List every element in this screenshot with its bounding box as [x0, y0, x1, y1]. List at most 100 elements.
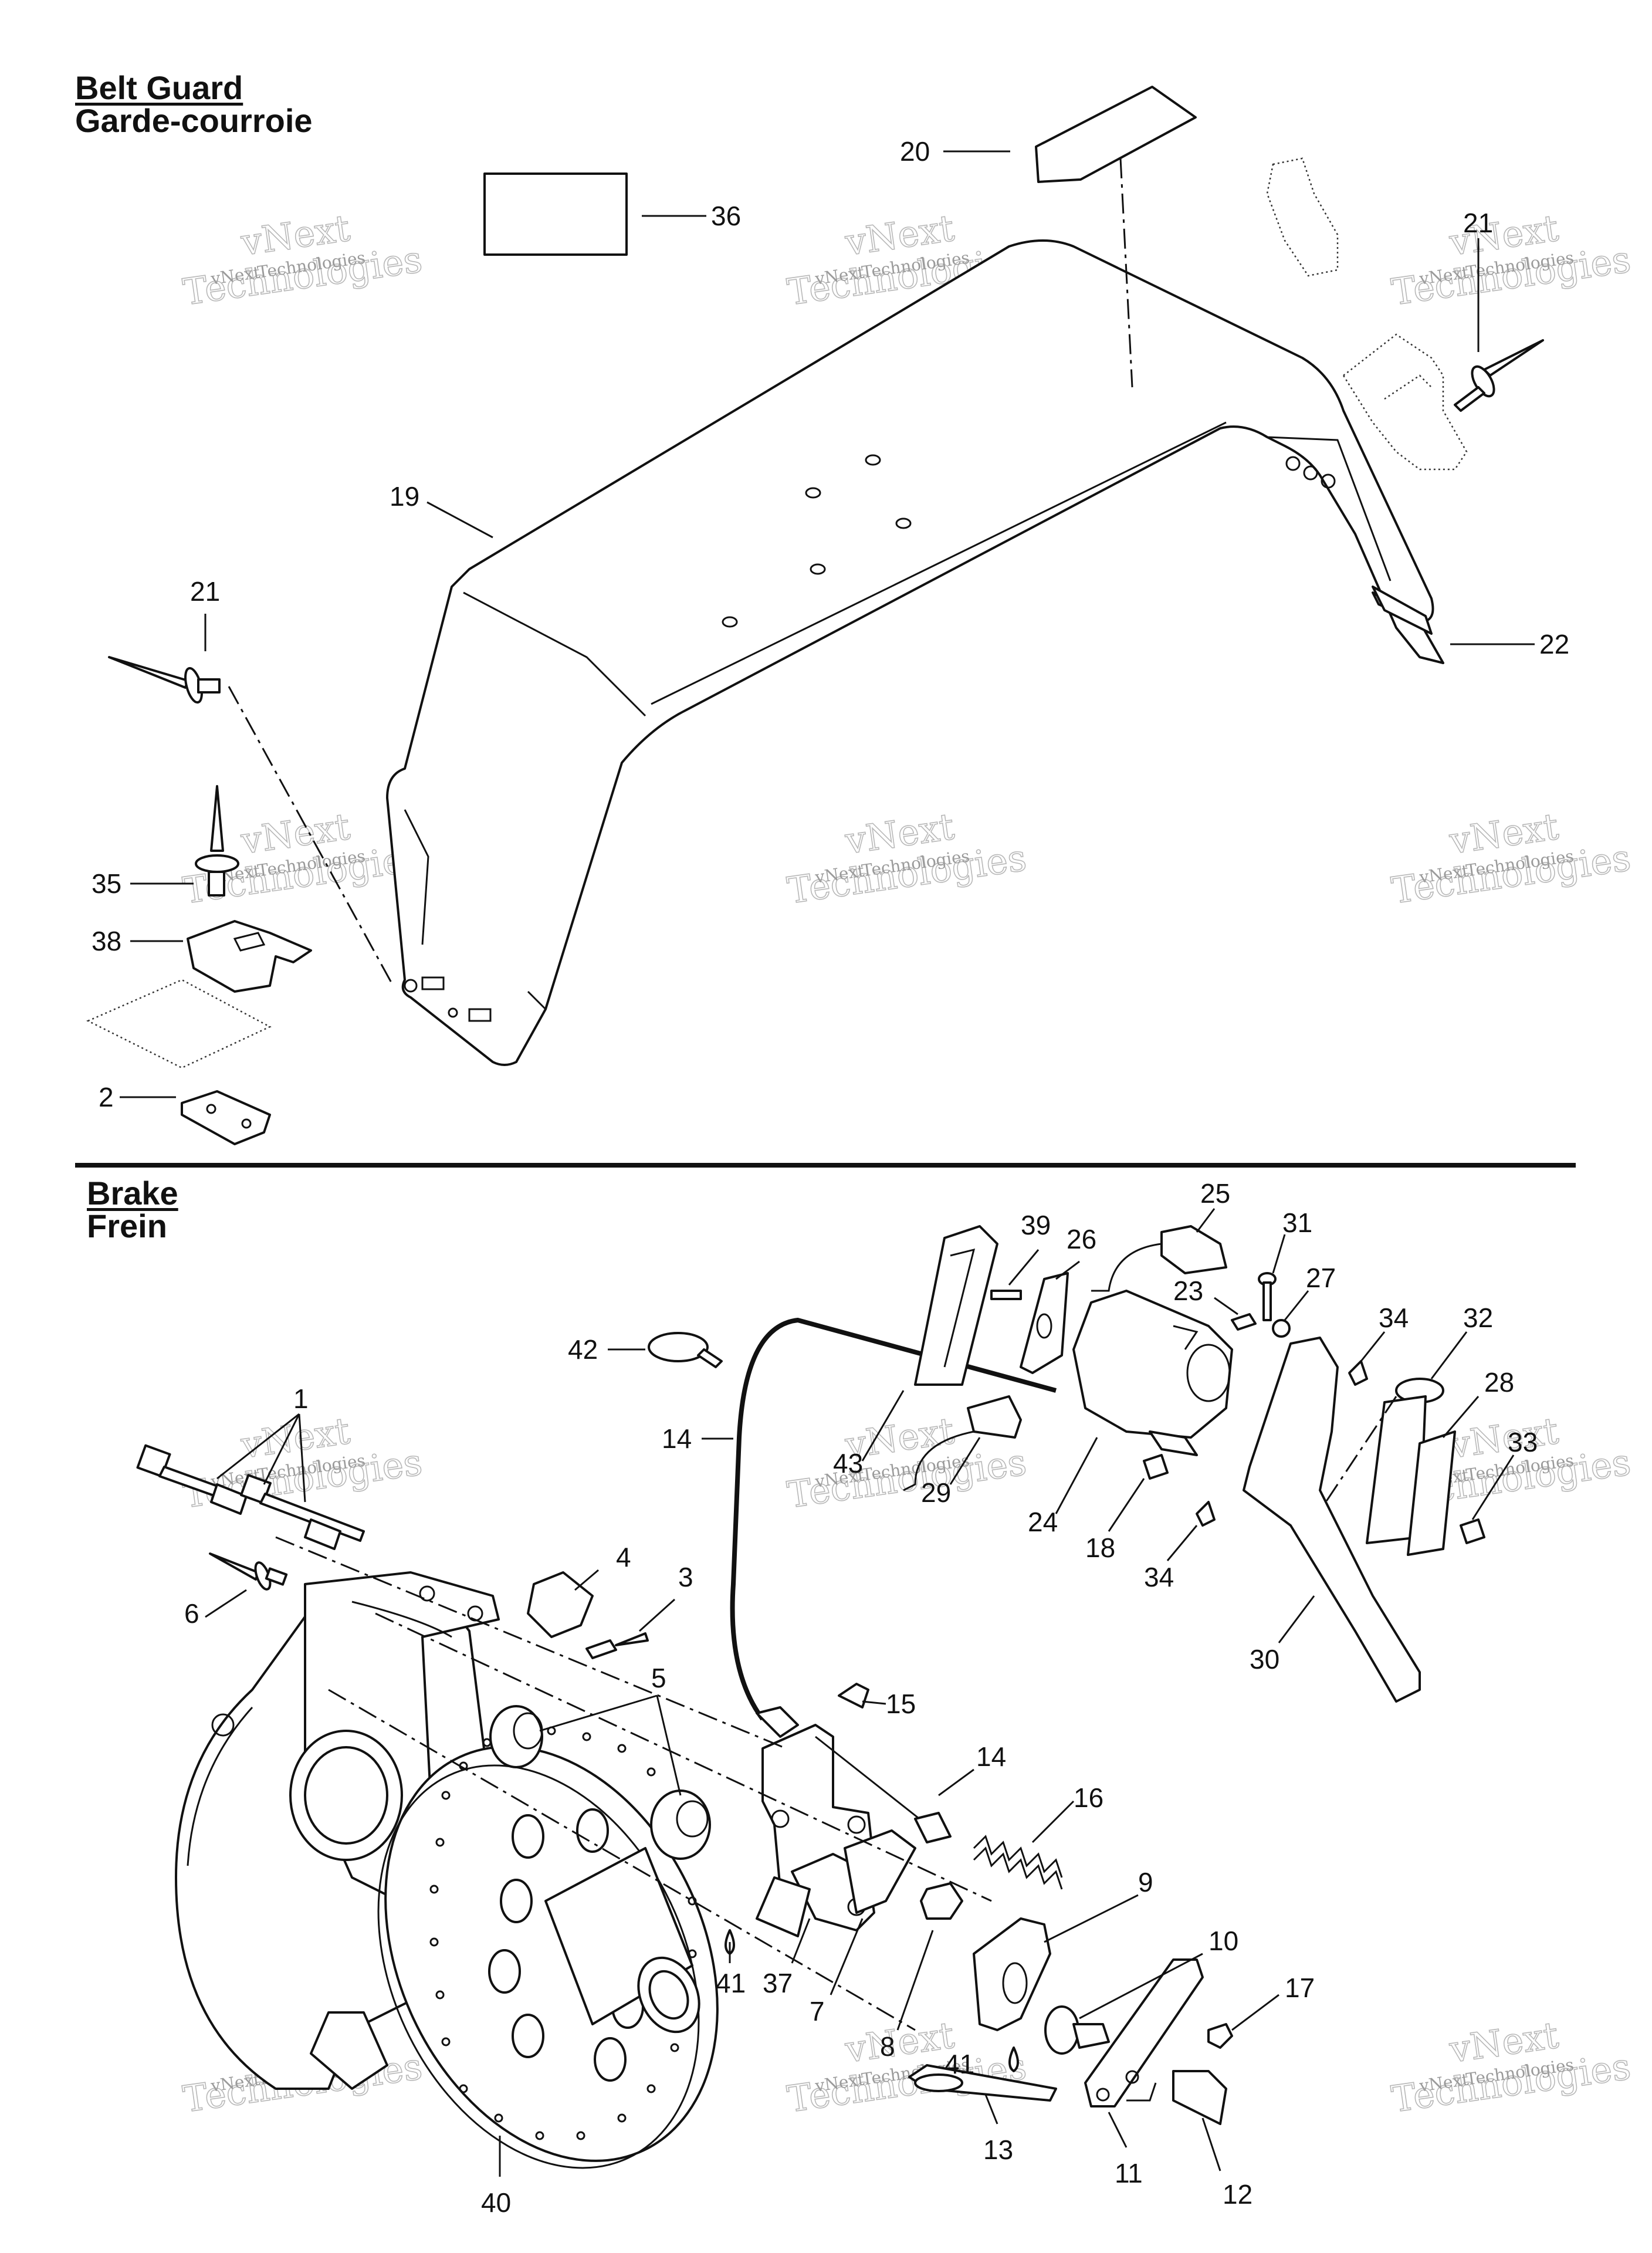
bracket-9	[973, 1917, 1051, 2031]
belt-guard-19	[386, 239, 1444, 1066]
belt-guard-hinge-22	[1266, 157, 1468, 635]
watermark: vNext Technologies vNext Technologies	[784, 804, 1030, 912]
leader-15	[862, 1700, 886, 1705]
callout-39: 39	[1021, 1210, 1051, 1240]
pin-13	[908, 2064, 1057, 2102]
callout-42: 42	[568, 1334, 598, 1365]
bushing-5-b	[650, 1789, 711, 1860]
center-line-brake-1	[275, 1536, 787, 1750]
callout-17: 17	[1285, 1973, 1315, 2003]
belt-guard-title-fr: Garde-courroie	[75, 102, 313, 139]
leader-5-a	[539, 1694, 658, 1732]
callout-9: 9	[1138, 1867, 1153, 1897]
callout-32: 32	[1463, 1303, 1493, 1333]
brake-title: Brake Frein	[87, 1177, 178, 1243]
watermark: vNext Technologies vNext Technologies	[1389, 206, 1634, 314]
belt-guard-assembly: 19 20 36 21 22 21 35 38 2	[86, 86, 1569, 1145]
callout-13: 13	[983, 2134, 1013, 2165]
leader-4	[574, 1569, 599, 1591]
leader-7	[830, 1918, 864, 1995]
leader-1-c	[298, 1413, 306, 1503]
callout-28: 28	[1484, 1367, 1514, 1398]
master-cylinder-24	[1072, 1290, 1233, 1456]
callout-2: 2	[99, 1082, 114, 1112]
callout-37: 37	[763, 1968, 793, 1998]
leader-27	[1284, 1290, 1309, 1321]
lever-7	[844, 1829, 916, 1914]
callout-29: 29	[921, 1477, 951, 1508]
leader-14-mid	[938, 1768, 974, 1797]
clip-34-lower	[1196, 1501, 1216, 1527]
leader-16	[1031, 1800, 1075, 1843]
pad-dotted	[86, 979, 272, 1069]
leader-43	[861, 1390, 905, 1462]
leader-33	[1471, 1454, 1515, 1520]
center-line-brake-3	[1325, 1396, 1397, 1503]
leader-19	[426, 501, 493, 539]
callout-36: 36	[711, 201, 741, 231]
rivet-21-top	[1454, 339, 1544, 412]
center-line-21	[228, 686, 394, 986]
callout-7: 7	[810, 1996, 825, 2027]
screw-23	[1231, 1313, 1257, 1331]
callout-26: 26	[1067, 1224, 1096, 1254]
leader-32	[1430, 1331, 1468, 1379]
callout-11: 11	[1115, 2158, 1143, 2188]
callout-15: 15	[886, 1689, 916, 1719]
grease-41-b	[1008, 2046, 1019, 2072]
pad-4	[527, 1571, 594, 1638]
leader-18	[1108, 1478, 1145, 1532]
callout-23: 23	[1173, 1276, 1203, 1306]
leader-17	[1231, 1994, 1279, 2031]
leader-13	[984, 2094, 998, 2125]
brake-title-fr: Frein	[87, 1207, 167, 1244]
belt-guard-title: Belt Guard Garde-courroie	[75, 72, 313, 137]
washer-27	[1272, 1319, 1291, 1338]
callout-12: 12	[1223, 2179, 1252, 2210]
spring-16	[973, 1835, 1063, 1890]
leader-34-lower	[1166, 1525, 1198, 1561]
callout-34-lower: 34	[1144, 1562, 1174, 1592]
leader-26	[1055, 1260, 1080, 1280]
leader-34-upper	[1360, 1331, 1386, 1362]
leader-11	[1108, 2112, 1128, 2148]
nut-33	[1460, 1518, 1485, 1544]
decal-20	[1035, 86, 1197, 183]
lever-30	[1243, 1337, 1421, 1703]
callout-14-mid: 14	[976, 1741, 1006, 1772]
callout-21-top: 21	[1463, 208, 1493, 238]
bracket-32	[1366, 1378, 1444, 1544]
callout-40: 40	[481, 2187, 511, 2218]
center-line-brake-2	[328, 1689, 916, 2031]
callout-25: 25	[1200, 1178, 1230, 1209]
cable-tie-42	[648, 1332, 723, 1368]
center-line-20	[1119, 158, 1133, 388]
leader-6	[205, 1589, 247, 1618]
bracket-12	[1172, 2070, 1227, 2125]
callout-35: 35	[92, 868, 121, 899]
leader-8	[896, 1930, 934, 2031]
callout-6: 6	[184, 1598, 199, 1629]
callout-27: 27	[1306, 1263, 1336, 1293]
callout-8: 8	[880, 2031, 895, 2062]
watermark: vNext Technologies vNext Technologies	[1389, 804, 1634, 912]
leader-5-b	[656, 1695, 682, 1796]
brake-disc-40	[377, 1726, 719, 2169]
brake-title-en: Brake	[87, 1175, 178, 1212]
callout-3: 3	[678, 1562, 693, 1592]
callout-22: 22	[1539, 629, 1569, 659]
bolt-1-b	[240, 1474, 365, 1550]
callout-16: 16	[1074, 1782, 1103, 1813]
leader-12	[1201, 2117, 1221, 2171]
callout-18: 18	[1085, 1533, 1115, 1563]
callout-30: 30	[1250, 1644, 1279, 1674]
callout-41-a: 41	[716, 1968, 746, 1998]
belt-guard-title-en: Belt Guard	[75, 69, 243, 106]
leader-1-a	[216, 1413, 300, 1480]
nut-17	[1207, 2023, 1233, 2049]
plate-2	[181, 1090, 271, 1145]
callout-10: 10	[1208, 1926, 1238, 1956]
callout-20: 20	[900, 136, 930, 167]
leader-23	[1214, 1297, 1238, 1315]
